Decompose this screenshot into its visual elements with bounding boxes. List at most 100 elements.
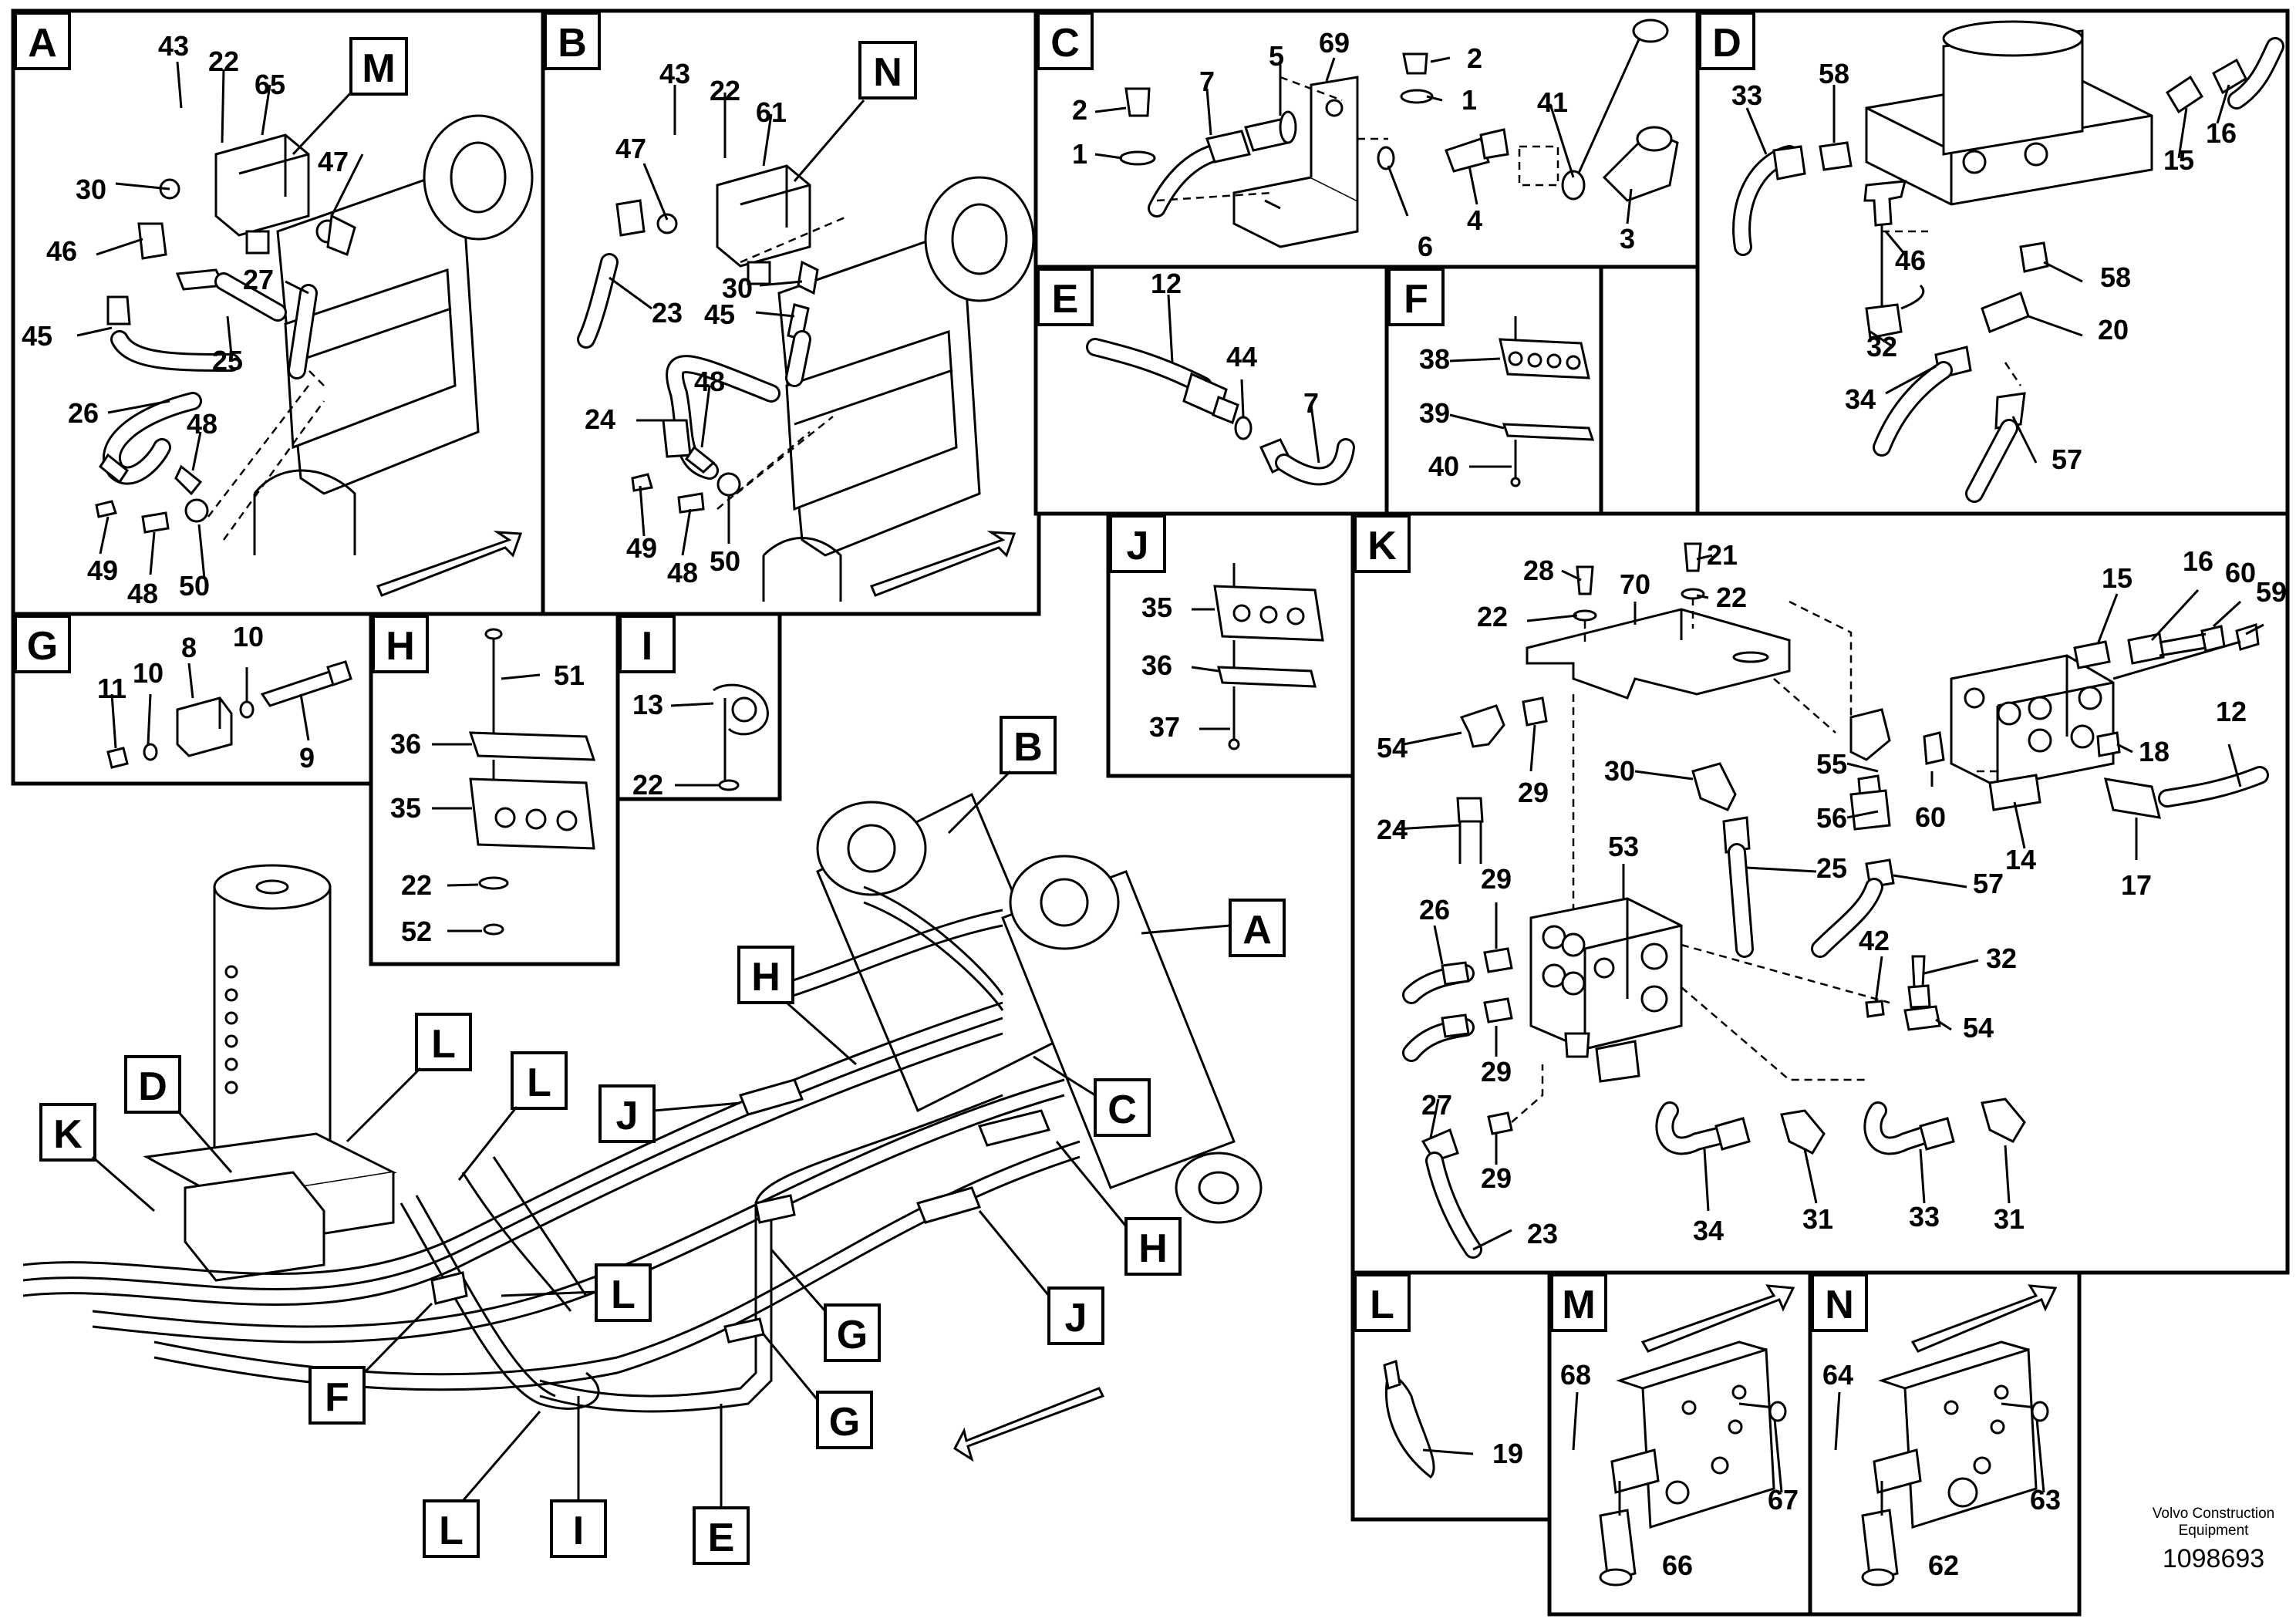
panel-g-callout: 8	[181, 632, 197, 663]
panel-i-callout: 13	[632, 689, 663, 720]
overview-tag-l: L	[431, 1022, 456, 1067]
overview-tag-g: G	[837, 1313, 868, 1357]
panel-tag-e: E	[1052, 277, 1079, 322]
company-line-1: Volvo Construction	[2152, 1506, 2275, 1522]
panel-b-callout: 61	[756, 96, 787, 128]
overview-leader-d	[176, 1110, 233, 1173]
panel-d-callout: 32	[1866, 331, 1897, 363]
panel-tag-l: L	[1370, 1283, 1394, 1327]
panel-k-callout: 14	[2005, 844, 2036, 875]
panel-b-callout: 48	[694, 366, 725, 397]
panel-d-callout: 33	[1731, 79, 1762, 111]
panel-e-callout: 44	[1226, 341, 1257, 373]
panel-d-callout: 20	[2098, 314, 2129, 346]
overview-leader-a	[1141, 924, 1231, 935]
panel-e-drawing: 12 44 7	[1086, 268, 1355, 486]
panel-f-callout: 40	[1428, 450, 1459, 482]
panel-k-callout: 60	[2225, 557, 2256, 588]
panel-c-callout: 69	[1319, 27, 1350, 59]
panel-tag-a: A	[28, 21, 57, 66]
panel-n-callout: 64	[1822, 1359, 1853, 1391]
panel-m-callout: 66	[1662, 1549, 1693, 1581]
panel-k-callout: 17	[2121, 869, 2152, 901]
panel-n-callout: 63	[2030, 1484, 2061, 1516]
panel-h-callout: 36	[390, 728, 421, 760]
panel-l-callout: 19	[1492, 1438, 1523, 1469]
panel-k-callout: 28	[1523, 555, 1554, 586]
overview-tag-j: J	[1065, 1296, 1087, 1340]
overview-tag-h: H	[1138, 1226, 1168, 1271]
panel-b-callout: 49	[626, 532, 657, 564]
panel-k-callout: 31	[1994, 1203, 2025, 1235]
panel-j-drawing: 35 36 37	[1141, 563, 1324, 750]
panel-d-callout: 34	[1845, 383, 1876, 415]
overview-tag-e: E	[708, 1516, 735, 1560]
panel-k-callout: 29	[1481, 863, 1512, 895]
panel-g-callout: 9	[299, 742, 315, 774]
panel-l-drawing: 19	[1383, 1360, 1523, 1479]
panel-tag-m: M	[1562, 1283, 1595, 1327]
panel-a-callout: 25	[212, 345, 243, 376]
panel-k-callout: 55	[1816, 748, 1847, 780]
panel-e-callout: 7	[1303, 387, 1319, 419]
panel-a-drawing: M 43 22 65 30 47 46 27 45 25 26 48 49 48…	[22, 30, 534, 609]
panel-g-callout: 11	[97, 673, 126, 704]
panel-h-callout: 22	[401, 869, 432, 901]
panel-d-callout: 16	[2206, 117, 2237, 149]
panel-f-drawing: 38 39 40	[1419, 316, 1595, 487]
panel-f-callout: 39	[1419, 397, 1450, 429]
panel-a-callout: 43	[158, 30, 189, 62]
panel-k-callout: 30	[1604, 755, 1635, 787]
overview-tag-c: C	[1108, 1088, 1137, 1132]
company-credit: Volvo Construction Equipment	[2113, 1506, 2296, 1539]
panel-a-callout: 30	[76, 174, 106, 205]
overview-leader-h	[786, 1001, 857, 1066]
panel-tag-c: C	[1050, 21, 1080, 66]
panel-k-callout: 32	[1986, 943, 2017, 974]
panel-c-callout: 6	[1418, 231, 1433, 262]
panel-m-callout: 68	[1560, 1359, 1591, 1391]
panel-a-callout: 49	[87, 555, 118, 586]
panel-k-callout: 29	[1481, 1056, 1512, 1088]
panel-a-callout: 48	[187, 408, 217, 440]
company-line-2: Equipment	[2178, 1523, 2249, 1539]
overview-leader-f	[362, 1302, 433, 1374]
panel-tag-h: H	[386, 624, 415, 669]
panel-tag-g: G	[27, 624, 58, 669]
panel-k-callout: 27	[1421, 1089, 1452, 1121]
overview-tag-l: L	[527, 1061, 551, 1105]
overview-leader-g	[762, 1334, 819, 1401]
overview-tag-j: J	[616, 1094, 639, 1138]
panel-k-drawing: 28 21 70 22 22 15 16 60 59 54 29 30 55 1…	[1377, 539, 2287, 1259]
panel-k-callout: 34	[1693, 1215, 1724, 1246]
panel-g-callout: 10	[233, 621, 264, 653]
panel-d-callout: 58	[2100, 261, 2131, 293]
panel-b-callout: 43	[659, 58, 690, 89]
panel-h-drawing: 51 36 35 22 52	[390, 628, 596, 947]
panel-k-callout: 26	[1419, 894, 1450, 926]
panel-d-callout: 58	[1819, 58, 1849, 89]
overview-leader-j	[978, 1210, 1050, 1297]
panel-m-drawing: 68 67 66	[1560, 1284, 1799, 1587]
overview-leader-g	[770, 1249, 827, 1312]
panel-j-callout: 37	[1149, 711, 1180, 743]
panel-tag-j: J	[1127, 524, 1149, 568]
panel-a-callout: 46	[46, 235, 77, 267]
panel-h-callout: 52	[401, 916, 432, 947]
panel-c-callout: 1	[1462, 84, 1477, 116]
panel-c-callout: 5	[1269, 40, 1284, 72]
panel-c-callout: 3	[1620, 223, 1635, 255]
panel-i-drawing: 13 22	[632, 683, 769, 801]
overview-tag-l: L	[611, 1273, 636, 1317]
panel-a-callout: 48	[127, 578, 158, 609]
overview-leader-b	[947, 770, 1012, 835]
panel-b-callout: 24	[585, 403, 615, 435]
document-number: 1098693	[2162, 1544, 2265, 1573]
panel-k-callout: 29	[1518, 777, 1549, 808]
overview-leader-l	[346, 1067, 422, 1143]
overview-tag-k: K	[53, 1112, 83, 1157]
panel-tag-n: N	[1825, 1283, 1854, 1327]
panel-k-callout: 60	[1915, 801, 1946, 833]
panel-k-callout: 24	[1377, 814, 1408, 845]
